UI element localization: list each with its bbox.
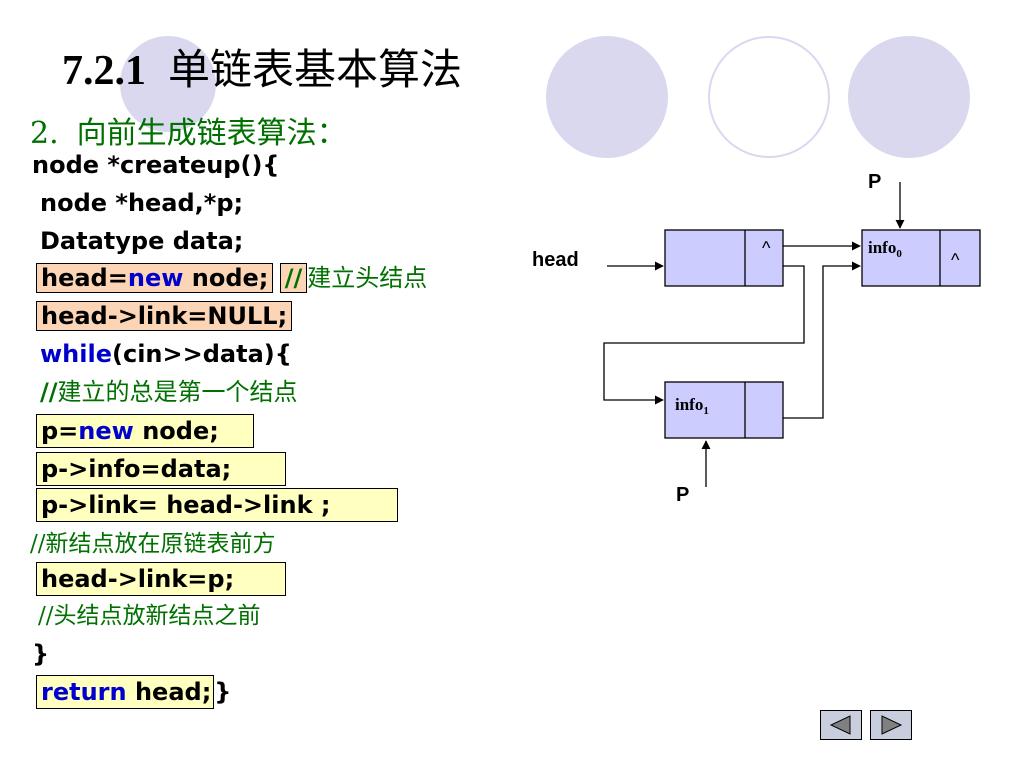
p-label-bottom: P: [676, 484, 689, 506]
triangle-right-icon: [881, 715, 903, 735]
info0-label: info0: [868, 238, 902, 260]
info0-node: info0 ^: [861, 229, 981, 287]
decor-circle-1: [120, 36, 216, 132]
comment-create-head: 建立头结点: [307, 264, 428, 292]
p-label-top: P: [868, 171, 881, 193]
code-line-7: //建立的总是第一个结点: [40, 378, 298, 406]
code-line-4: head=new node; //建立头结点: [36, 262, 427, 294]
next-slide-button[interactable]: [870, 710, 912, 740]
decor-circle-3: [708, 36, 830, 158]
highlight-head-new: head=new node;: [36, 263, 274, 293]
head-to-info1-arrow: [603, 265, 805, 405]
code-line-6: while(cin>>data){: [40, 340, 292, 368]
triangle-left-icon: [829, 715, 851, 735]
title-text: 单链表基本算法: [168, 48, 463, 94]
info1-to-info0-arrow: [783, 261, 861, 419]
decor-circle-4: [848, 36, 970, 158]
title-number: 7.2.1: [62, 48, 146, 94]
highlight-p-link: p->link= head->link ;: [36, 488, 398, 522]
section-subtitle: 2. 向前生成链表算法：: [30, 108, 347, 152]
highlight-head-link-p: head->link=p;: [36, 562, 286, 596]
highlight-link-null: head->link=NULL;: [36, 301, 293, 331]
code-line-1: node *createup(){: [32, 151, 280, 179]
prev-slide-button[interactable]: [820, 710, 862, 740]
info1-node: info1: [664, 381, 784, 439]
highlight-p-info: p->info=data;: [36, 452, 286, 486]
code-line-5: head->link=NULL;: [36, 300, 293, 332]
info1-label: info1: [675, 395, 709, 417]
code-line-9: p->info=data;: [36, 452, 286, 486]
head-node: ^: [664, 229, 784, 287]
code-line-10: p->link= head->link ;: [36, 488, 398, 522]
code-line-11: //新结点放在原链表前方: [30, 531, 276, 557]
code-line-2: node *head,*p;: [40, 189, 244, 217]
code-line-8: p=new node;: [36, 414, 254, 448]
head-null-symbol: ^: [762, 238, 771, 258]
code-line-14: }: [32, 640, 50, 668]
code-line-3: Datatype data;: [40, 227, 244, 255]
code-line-12: head->link=p;: [36, 562, 286, 596]
linked-list-diagram: head ^ info0 ^ P info1 P: [532, 171, 981, 506]
head-label: head: [532, 249, 579, 271]
subtitle-number: 2.: [30, 116, 59, 151]
decor-circle-2: [546, 36, 668, 158]
subtitle-text: 向前生成链表算法：: [76, 116, 347, 151]
page-title: 7.2.1 单链表基本算法: [62, 36, 462, 97]
code-line-15: return head;}: [36, 675, 231, 709]
highlight-comment-slashes: //: [279, 263, 308, 293]
highlight-p-new: p=new node;: [36, 414, 254, 448]
info0-null-symbol: ^: [951, 250, 960, 270]
highlight-return: return head;: [36, 675, 215, 709]
code-line-13: //头结点放新结点之前: [38, 603, 261, 629]
